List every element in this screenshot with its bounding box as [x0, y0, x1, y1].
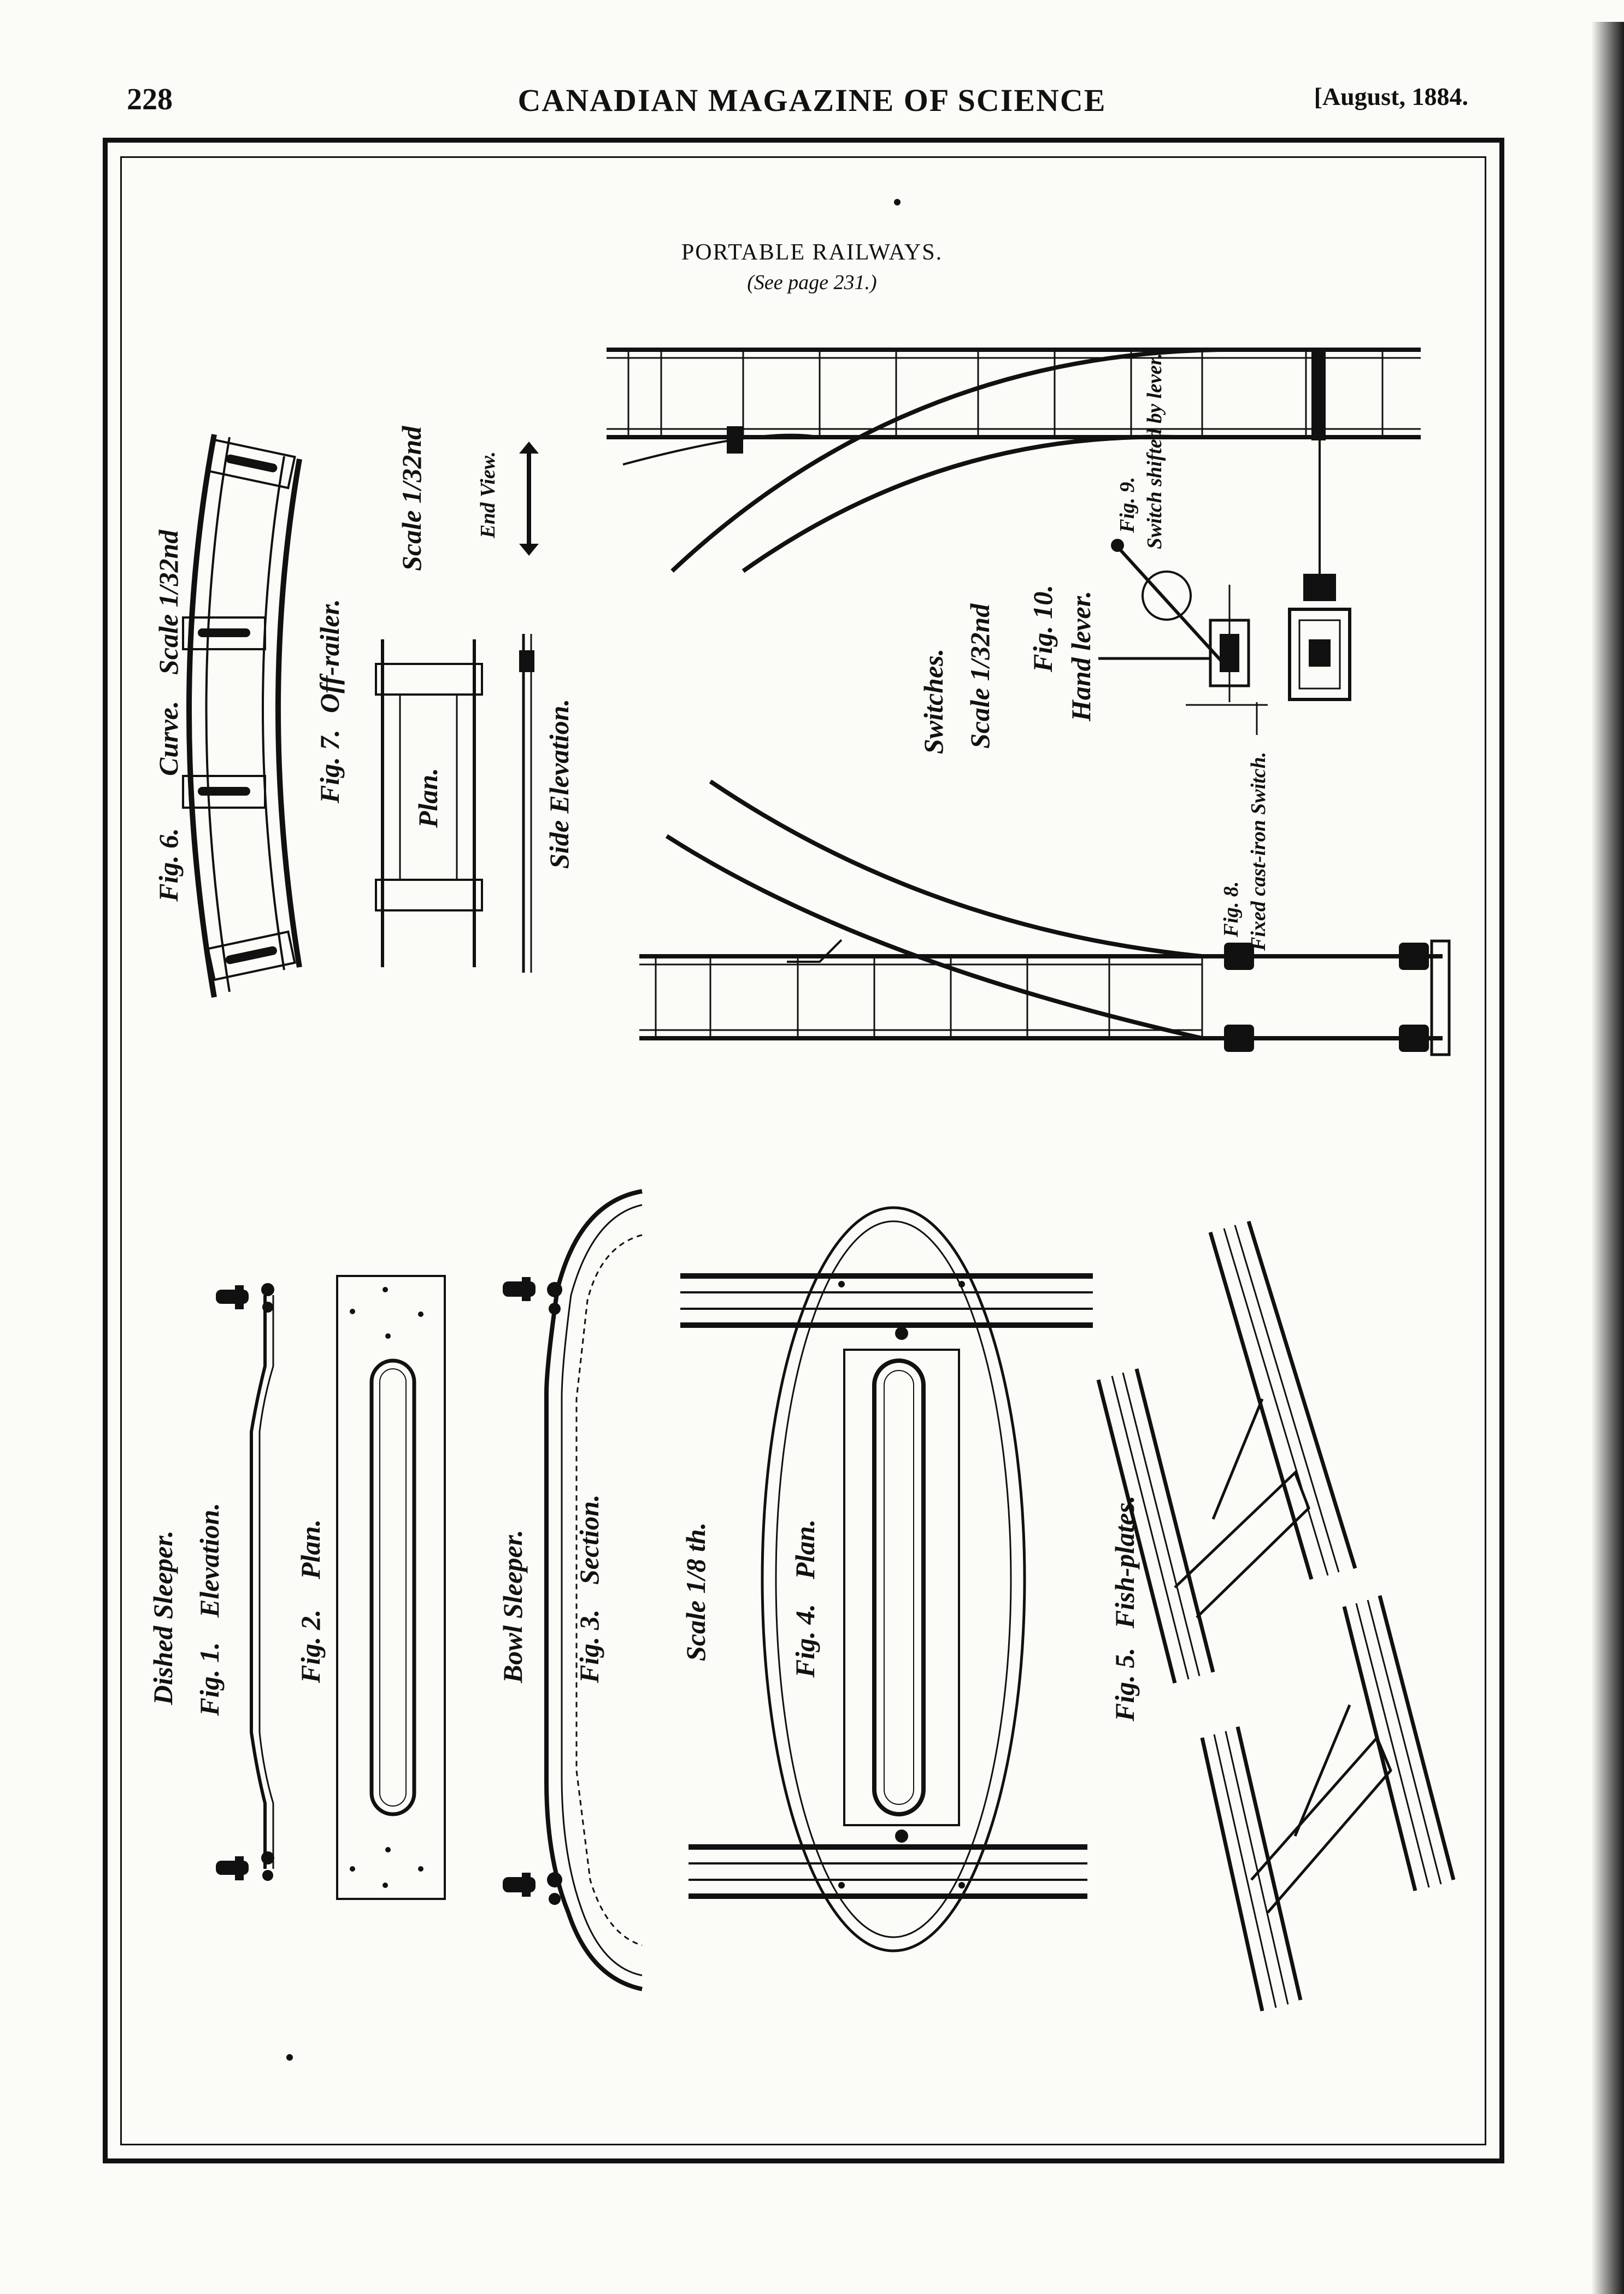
fig2-caption: Plan. — [295, 1519, 326, 1580]
fig7-label: Fig. 7. — [314, 730, 345, 804]
fig1-elevation-drawing — [216, 1283, 274, 1881]
fig3-section-drawing — [503, 1189, 643, 1991]
plate-title: PORTABLE RAILWAYS. — [681, 240, 943, 265]
fig1-label: Fig. 1. — [194, 1642, 225, 1716]
fig6-scale: Scale 1/32nd — [153, 530, 184, 675]
ink-dot — [894, 199, 901, 205]
dished-sleeper-label: Dished Sleeper. — [148, 1531, 178, 1705]
fig10-label: Fig. 10. — [1027, 585, 1058, 673]
fig8-label: Fig. 8. — [1220, 881, 1243, 938]
fig10-caption: Hand lever. — [1066, 591, 1096, 722]
fig2-label: Fig. 2. — [295, 1609, 326, 1684]
fig7-side-elevation-drawing — [519, 634, 534, 973]
fig4-plan-drawing — [680, 1206, 1093, 1952]
fig6-caption: Curve. — [153, 701, 184, 777]
fig4-caption: Plan. — [790, 1519, 820, 1580]
fig7-end-view-label: End View. — [476, 451, 499, 539]
fig5-caption: Fish-plates. — [1109, 1496, 1140, 1629]
switches-heading: Switches. — [918, 649, 949, 754]
fig7-side-label: Side Elevation. — [544, 699, 574, 869]
fig3-caption: Section. — [574, 1495, 604, 1585]
fig1-caption: Elevation. — [194, 1503, 225, 1618]
fig7-plan-label: Plan. — [413, 768, 443, 828]
page-number: 228 — [127, 83, 173, 116]
page-edge-shadow — [1591, 22, 1624, 2294]
fig7-end-view-drawing — [519, 442, 539, 556]
switches-scale: Scale 1/32nd — [964, 603, 995, 749]
fig2-plan-drawing — [336, 1275, 446, 1900]
ink-dot — [286, 2054, 293, 2061]
fig9-label: Fig. 9. — [1116, 477, 1139, 533]
fig7-plan-drawing — [375, 639, 483, 967]
fig10-hand-lever-drawing — [1098, 539, 1268, 735]
plate-inner-border — [120, 156, 1486, 2145]
issue-date: [August, 1884. — [1314, 83, 1468, 110]
fig7-caption: Off-railer. — [314, 599, 345, 713]
fig7-scale: Scale 1/32nd — [396, 426, 427, 571]
fig6-curve-drawing — [182, 434, 302, 998]
fig8-caption: Fixed cast-iron Switch. — [1247, 752, 1270, 951]
fig5-label: Fig. 5. — [1109, 1648, 1140, 1722]
fig5-fishplates-drawing — [1096, 1220, 1456, 2011]
magazine-title: CANADIAN MAGAZINE OF SCIENCE — [517, 83, 1107, 118]
plate-subtitle: (See page 231.) — [747, 271, 877, 294]
fig6-label: Fig. 6. — [153, 828, 184, 902]
fig3-label: Fig. 3. — [574, 1609, 604, 1684]
fig8-switch-drawing — [639, 779, 1451, 1056]
fig4-label: Fig. 4. — [790, 1604, 820, 1678]
scale-eighth-label: Scale 1/8 th. — [680, 1522, 711, 1661]
plate-outer-border — [103, 138, 1504, 2163]
fig9-lever-box-drawing — [1288, 608, 1351, 701]
fig9-caption: Switch shifted by lever. — [1143, 353, 1166, 549]
fig9-switch-drawing — [607, 348, 1421, 601]
bowl-sleeper-label: Bowl Sleeper. — [497, 1530, 528, 1684]
